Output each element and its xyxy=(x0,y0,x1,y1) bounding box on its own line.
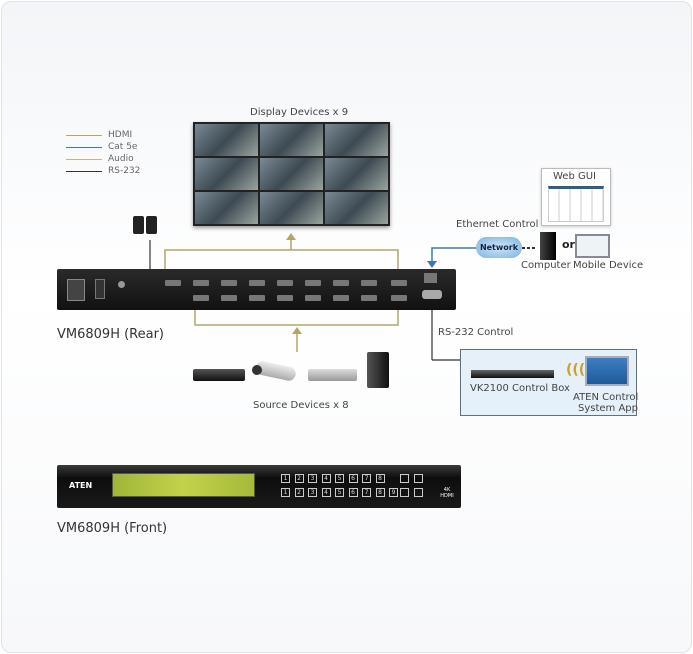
pc-tower-icon xyxy=(367,352,389,388)
camera-icon xyxy=(252,359,300,388)
legend-hdmi: HDMI xyxy=(66,130,132,140)
arrow-up-icon xyxy=(292,327,302,334)
legend-label: HDMI xyxy=(108,130,133,140)
dvd-player-icon xyxy=(193,369,245,381)
port-button-9[interactable]: 9 xyxy=(389,488,398,497)
lcd-display xyxy=(112,473,255,497)
port-button-4[interactable]: 4 xyxy=(321,474,331,483)
port-button-8[interactable]: 8 xyxy=(375,474,385,483)
rs232-control-box-panel: VK2100 Control Box ((( ATEN Control Syst… xyxy=(460,349,639,416)
port-button-1[interactable]: 1 xyxy=(281,474,290,483)
display-devices-label: Display Devices x 9 xyxy=(250,107,349,118)
hdmi-output-line xyxy=(164,249,399,269)
function-button[interactable] xyxy=(400,474,409,483)
hdmi-input-line xyxy=(194,310,399,326)
port-button-6[interactable]: 6 xyxy=(348,488,358,497)
port-button-1[interactable]: 1 xyxy=(281,488,290,497)
computer-icon xyxy=(540,232,556,260)
computer-label: Computer xyxy=(521,260,571,271)
port-button-8[interactable]: 8 xyxy=(375,488,385,497)
legend-audio: Audio xyxy=(66,154,134,164)
power-socket-icon xyxy=(67,279,85,301)
port-button-6[interactable]: 6 xyxy=(348,474,358,483)
front-label: VM6809H (Front) xyxy=(57,521,168,536)
aten-logo: ATEN xyxy=(69,481,93,490)
port-button-4[interactable]: 4 xyxy=(321,488,331,497)
speaker-icon xyxy=(133,216,159,240)
or-label: or xyxy=(562,238,575,251)
tablet-app-icon xyxy=(585,356,629,386)
port-button-7[interactable]: 7 xyxy=(362,488,371,497)
legend-label: Audio xyxy=(108,154,134,164)
function-button[interactable] xyxy=(414,474,423,483)
arrow-up-icon xyxy=(286,233,296,240)
port-button-3[interactable]: 3 xyxy=(308,474,317,483)
mobile-device-label: Mobile Device xyxy=(573,260,644,271)
vk2100-icon xyxy=(471,370,554,378)
legend-rs232: RS-232 xyxy=(66,166,140,176)
port-button-7[interactable]: 7 xyxy=(362,474,371,483)
arrow-down-icon xyxy=(427,261,437,268)
web-gui-callout: Web GUI xyxy=(541,168,611,226)
network-cloud-icon: Network xyxy=(476,237,522,258)
rear-label: VM6809H (Rear) xyxy=(57,327,165,342)
port-button-3[interactable]: 3 xyxy=(308,488,317,497)
port-button-5[interactable]: 5 xyxy=(335,474,344,483)
legend-cat5e: Cat 5e xyxy=(66,142,137,152)
port-button-2[interactable]: 2 xyxy=(294,488,304,497)
vk2100-label: VK2100 Control Box xyxy=(470,383,570,394)
ethernet-control-label: Ethernet Control xyxy=(456,219,539,230)
power-switch xyxy=(95,279,105,299)
display-wall xyxy=(193,122,390,226)
ethernet-port-icon xyxy=(424,273,437,283)
rs232-port-icon xyxy=(422,290,442,299)
vm6809h-rear-panel xyxy=(57,269,456,310)
app-label-line1: ATEN Control xyxy=(573,392,639,403)
function-button[interactable] xyxy=(400,488,409,497)
port-button-2[interactable]: 2 xyxy=(294,474,304,483)
wireless-icon: ((( xyxy=(566,362,586,378)
web-gui-screenshot xyxy=(548,186,604,222)
legend-label: RS-232 xyxy=(108,166,141,176)
app-label-line2: System App xyxy=(578,403,639,414)
media-player-icon xyxy=(308,369,357,381)
ethernet-line xyxy=(431,247,480,262)
mobile-device-icon xyxy=(575,234,610,258)
web-gui-label: Web GUI xyxy=(553,171,596,182)
legend-label: Cat 5e xyxy=(108,142,138,152)
source-devices-label: Source Devices x 8 xyxy=(253,400,349,411)
rs232-control-label: RS-232 Control xyxy=(438,327,514,338)
function-button[interactable] xyxy=(414,488,423,497)
4k-hdmi-badge: 4K HDMI xyxy=(440,487,454,499)
port-button-5[interactable]: 5 xyxy=(335,488,344,497)
ground-screw-icon xyxy=(118,281,125,288)
